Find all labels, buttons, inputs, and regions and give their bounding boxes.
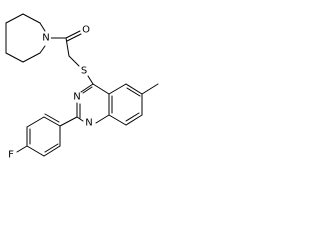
bond [125, 83, 143, 95]
bond [22, 52, 41, 63]
bond [26, 145, 45, 157]
amide-linker [49, 30, 94, 85]
bond [95, 114, 110, 124]
nitrogen-label: N [73, 92, 80, 103]
benzo-ring [108, 83, 159, 126]
fluorophenyl-ring [16, 113, 78, 157]
atom-labels: N O S N N F [6, 25, 94, 161]
bond [39, 45, 46, 54]
sulfur-label: S [81, 66, 87, 77]
bond [125, 112, 140, 122]
bond [87, 75, 94, 85]
bond [43, 116, 61, 127]
bond [108, 114, 127, 126]
bond [66, 33, 82, 42]
methyl-bond [141, 83, 159, 95]
bond [108, 83, 127, 95]
bond [43, 145, 61, 157]
bond [22, 13, 41, 24]
bond [5, 13, 24, 24]
bond [26, 116, 45, 128]
bond [65, 37, 70, 57]
bond [44, 113, 60, 123]
fluorine-bond [16, 145, 28, 153]
piperidine-ring [5, 13, 46, 63]
bond [59, 116, 78, 127]
bond [65, 30, 81, 39]
oxygen-label: O [82, 25, 90, 36]
fluorine-label: F [8, 150, 14, 161]
bond [80, 83, 94, 93]
bond [92, 83, 110, 95]
pyrimidine-ring [76, 83, 110, 124]
bond [76, 116, 84, 122]
bond [5, 52, 24, 63]
nitrogen-label: N [85, 118, 92, 129]
nitrogen-label: N [42, 33, 49, 44]
molecule-diagram: N O S N N F [0, 0, 160, 165]
bond [39, 22, 46, 32]
bond [68, 55, 80, 67]
bond [82, 86, 93, 94]
structural-formula: N O S N N F [5, 13, 159, 161]
bond [44, 143, 59, 153]
bond [126, 87, 141, 97]
bond [125, 114, 143, 126]
